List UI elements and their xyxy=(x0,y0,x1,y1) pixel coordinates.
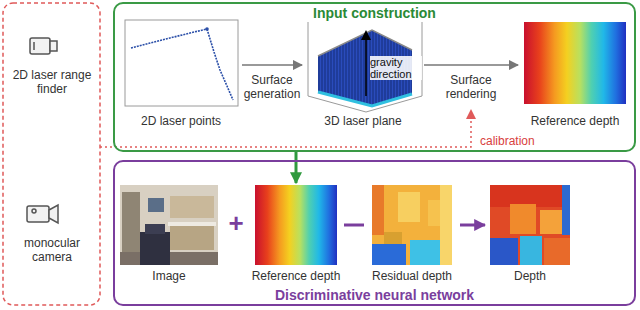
depth-map xyxy=(540,210,562,234)
node-label: Image xyxy=(152,269,185,283)
depth-map xyxy=(510,204,536,234)
depth-map xyxy=(490,238,518,265)
depth-map xyxy=(490,185,570,265)
laser-icon xyxy=(30,38,50,54)
room-photo xyxy=(145,224,165,234)
laser-plane-plot xyxy=(365,36,367,96)
node-label: Residual depth xyxy=(372,269,452,283)
room-photo xyxy=(168,222,216,226)
room-photo xyxy=(170,196,214,218)
plot-panel: 2D laser points xyxy=(120,18,242,128)
laser-plane-plot xyxy=(318,30,412,56)
node-label: 2D laser points xyxy=(141,114,221,128)
image-panel: Reference depth xyxy=(248,183,344,283)
laser-plane-plot xyxy=(308,22,309,96)
stage-panel: Input construction 2D laser points 3D lase… xyxy=(113,2,636,152)
residual-depth-map xyxy=(440,185,452,265)
laser-points-plot xyxy=(205,27,209,31)
depth-map xyxy=(544,238,570,265)
flow-arrow xyxy=(344,224,364,227)
node-label: Discriminative neural network xyxy=(275,287,474,303)
stage-panel: Discriminative neural network Image Refere… xyxy=(113,160,636,306)
depth-map xyxy=(490,185,570,265)
plot-panel: 3D laser plane gravity direction xyxy=(302,16,424,128)
room-photo xyxy=(170,226,214,250)
room-photo xyxy=(120,185,218,265)
image-panel: Image xyxy=(118,183,220,283)
room-photo xyxy=(122,192,140,262)
flow-arrow xyxy=(242,64,302,66)
image-panel: Residual depth xyxy=(364,183,460,283)
flow-arrow xyxy=(460,224,485,227)
residual-depth-map xyxy=(372,244,406,265)
sensor-frame xyxy=(3,3,100,305)
room-photo xyxy=(140,232,170,265)
laser-plane-plot xyxy=(318,92,412,106)
node-label: Depth xyxy=(514,269,546,283)
annotation-text: gravity direction xyxy=(370,56,422,80)
sensor-node: 2D laser range finder xyxy=(6,30,98,96)
flow-arrow xyxy=(295,152,298,183)
room-photo xyxy=(120,185,218,265)
reference-depth-map xyxy=(255,185,337,265)
calibration-label: calibration xyxy=(480,134,535,148)
flow-arrow xyxy=(424,64,518,66)
camera-icon xyxy=(27,205,58,223)
sensor-node: monocular camera xyxy=(6,198,98,264)
laser-plane-plot xyxy=(308,22,422,112)
image-panel: Reference depth xyxy=(518,18,632,128)
node-label: Reference depth xyxy=(531,114,620,128)
sensor-frame xyxy=(3,3,100,305)
laser-icon xyxy=(50,41,57,51)
depth-map xyxy=(562,185,570,235)
residual-depth-map xyxy=(372,185,452,265)
laser-points-plot xyxy=(131,29,207,48)
calibration-line xyxy=(100,110,471,147)
depth-map xyxy=(520,236,542,265)
camera-icon xyxy=(49,205,58,223)
edge-label: Surface generation xyxy=(234,73,310,101)
laser-icon xyxy=(33,42,35,50)
node-label: 2D laser range finder xyxy=(12,68,92,96)
calibration-line xyxy=(100,110,471,147)
image-panel: Depth xyxy=(485,183,575,283)
camera-icon xyxy=(32,209,36,213)
reference-depth-map xyxy=(255,185,337,265)
node-label: 3D laser plane xyxy=(324,114,401,128)
laser-points-plot xyxy=(125,20,238,106)
residual-depth-map xyxy=(384,232,402,244)
room-photo xyxy=(148,198,164,212)
laser-plane-plot xyxy=(361,30,371,40)
node-label: Reference depth xyxy=(252,269,341,283)
residual-depth-map xyxy=(372,185,452,265)
residual-depth-map xyxy=(410,240,440,265)
laser-points-plot xyxy=(207,29,233,100)
residual-depth-map xyxy=(398,192,420,222)
plus-sign: + xyxy=(226,208,246,238)
reference-depth-map xyxy=(524,22,626,104)
depth-map xyxy=(490,185,570,207)
edge-label: Surface rendering xyxy=(433,73,509,101)
camera-icon xyxy=(27,206,49,222)
laser-points-plot xyxy=(125,20,238,106)
laser-icon xyxy=(30,38,57,54)
residual-depth-map xyxy=(372,185,384,235)
reference-depth-map xyxy=(524,22,626,104)
node-label: monocular camera xyxy=(12,236,92,264)
node-label: Input construction xyxy=(313,5,436,21)
